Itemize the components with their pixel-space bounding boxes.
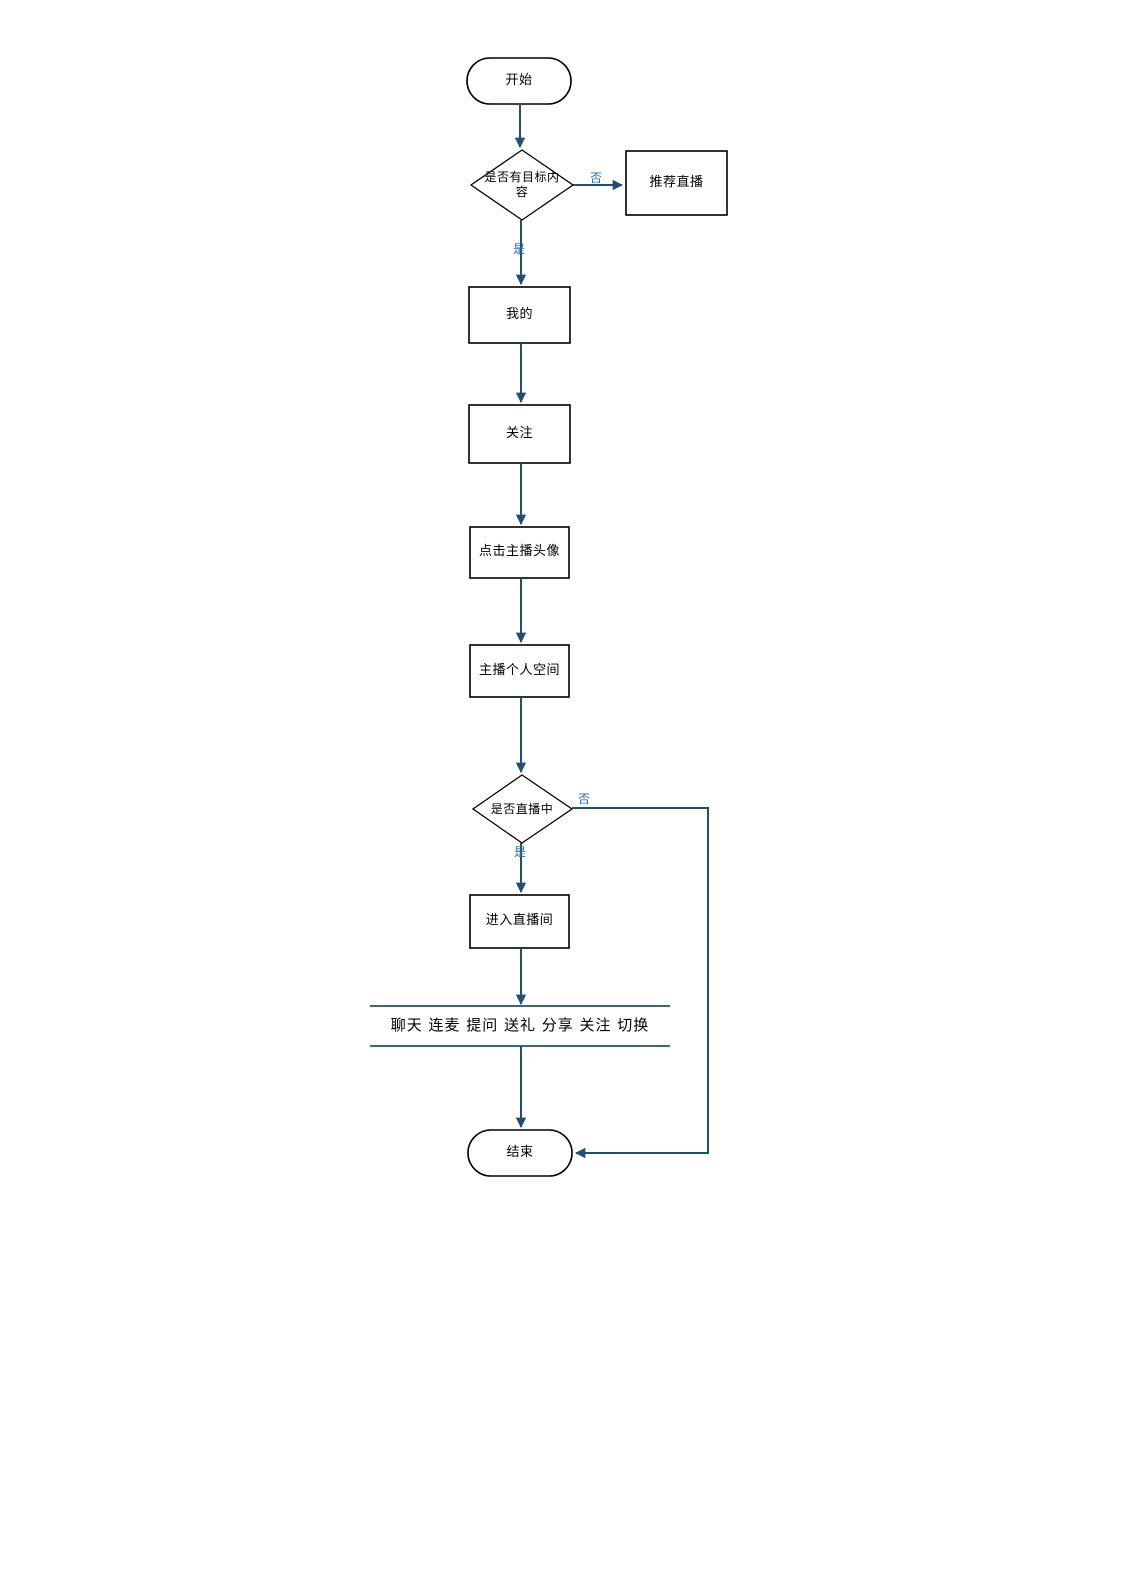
node-decision-target-content[interactable] — [469, 149, 575, 221]
edge-decision2-no-to-end — [572, 807, 709, 1159]
node-decision-is-live[interactable] — [471, 774, 574, 844]
node-start[interactable] — [466, 57, 572, 105]
node-host-personal-space[interactable] — [469, 644, 570, 698]
node-end[interactable] — [467, 1129, 573, 1177]
node-click-host-avatar[interactable] — [469, 526, 570, 579]
node-enter-live-room[interactable] — [469, 894, 570, 949]
node-recommend-live[interactable] — [625, 150, 728, 216]
node-follow[interactable] — [468, 404, 571, 464]
node-mine[interactable] — [468, 286, 571, 344]
